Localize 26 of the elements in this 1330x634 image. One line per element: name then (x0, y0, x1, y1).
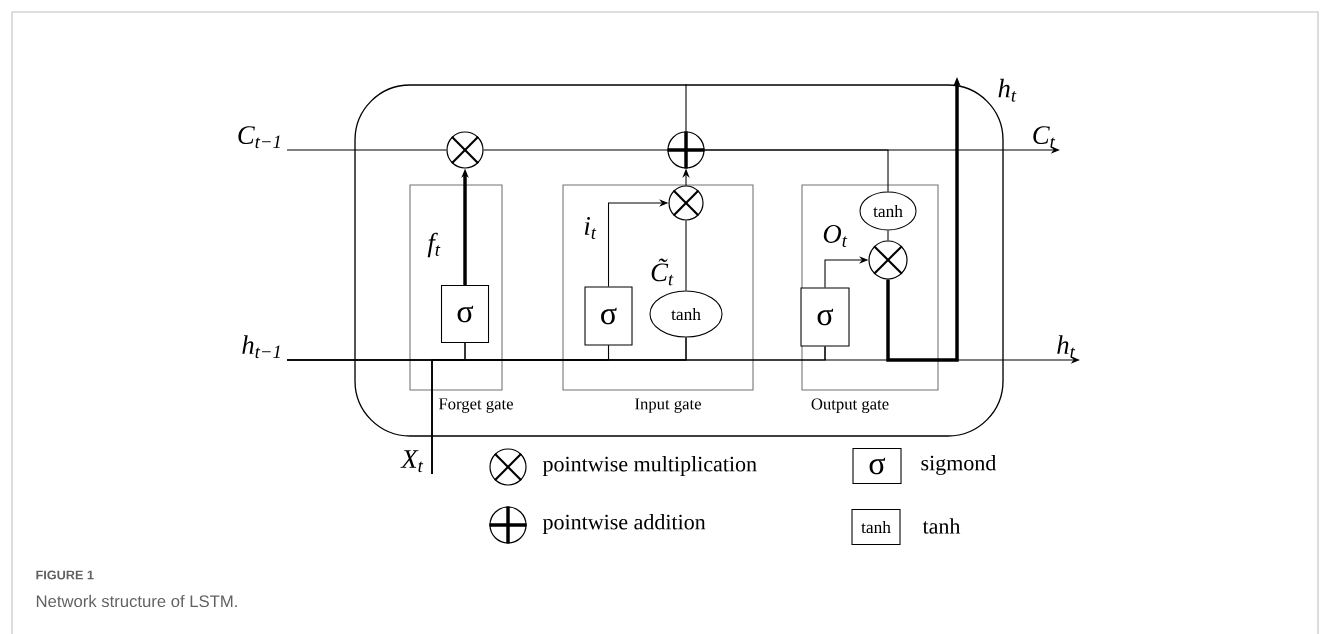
node-label: Output gate (811, 398, 889, 414)
legend-text: pointwise addition (542, 514, 706, 534)
variable-label: C$_{t}$ (1033, 126, 1056, 149)
multiply-circle (446, 131, 484, 169)
legend-text: sigmond (921, 455, 997, 475)
node-label: Input gate (635, 398, 701, 413)
edge-label: O$_{t}$ (821, 223, 849, 249)
multiply-circle (668, 185, 704, 221)
figure-number: FIGURE 1 (36, 570, 94, 580)
variable-label: X$_{t}$ (400, 450, 424, 473)
variable-label: C$_{t−1}$ (238, 126, 280, 149)
sigmoid-box: σ (440, 284, 490, 344)
caption: Network structure of LSTM. (36, 594, 237, 608)
sigmoid-box: σ (800, 287, 850, 347)
variable-label: h$_{t}$ (998, 78, 1017, 102)
variable-label: h$_{t−1}$ (242, 335, 280, 359)
node-label: Forget gate (438, 398, 513, 413)
variable-label: h$_{t}$ (1057, 335, 1076, 359)
multiply-circle (868, 240, 908, 280)
edge-label: C̃$_{t}$ (648, 257, 676, 287)
sigmoid-box: σ (584, 286, 633, 346)
add-circle (667, 131, 705, 169)
legend-text: tanh (922, 518, 961, 534)
legend-text: pointwise multiplication (542, 456, 757, 476)
edge-label: f$_{t}$ (426, 231, 442, 259)
edge-label: i$_{t}$ (582, 215, 598, 241)
